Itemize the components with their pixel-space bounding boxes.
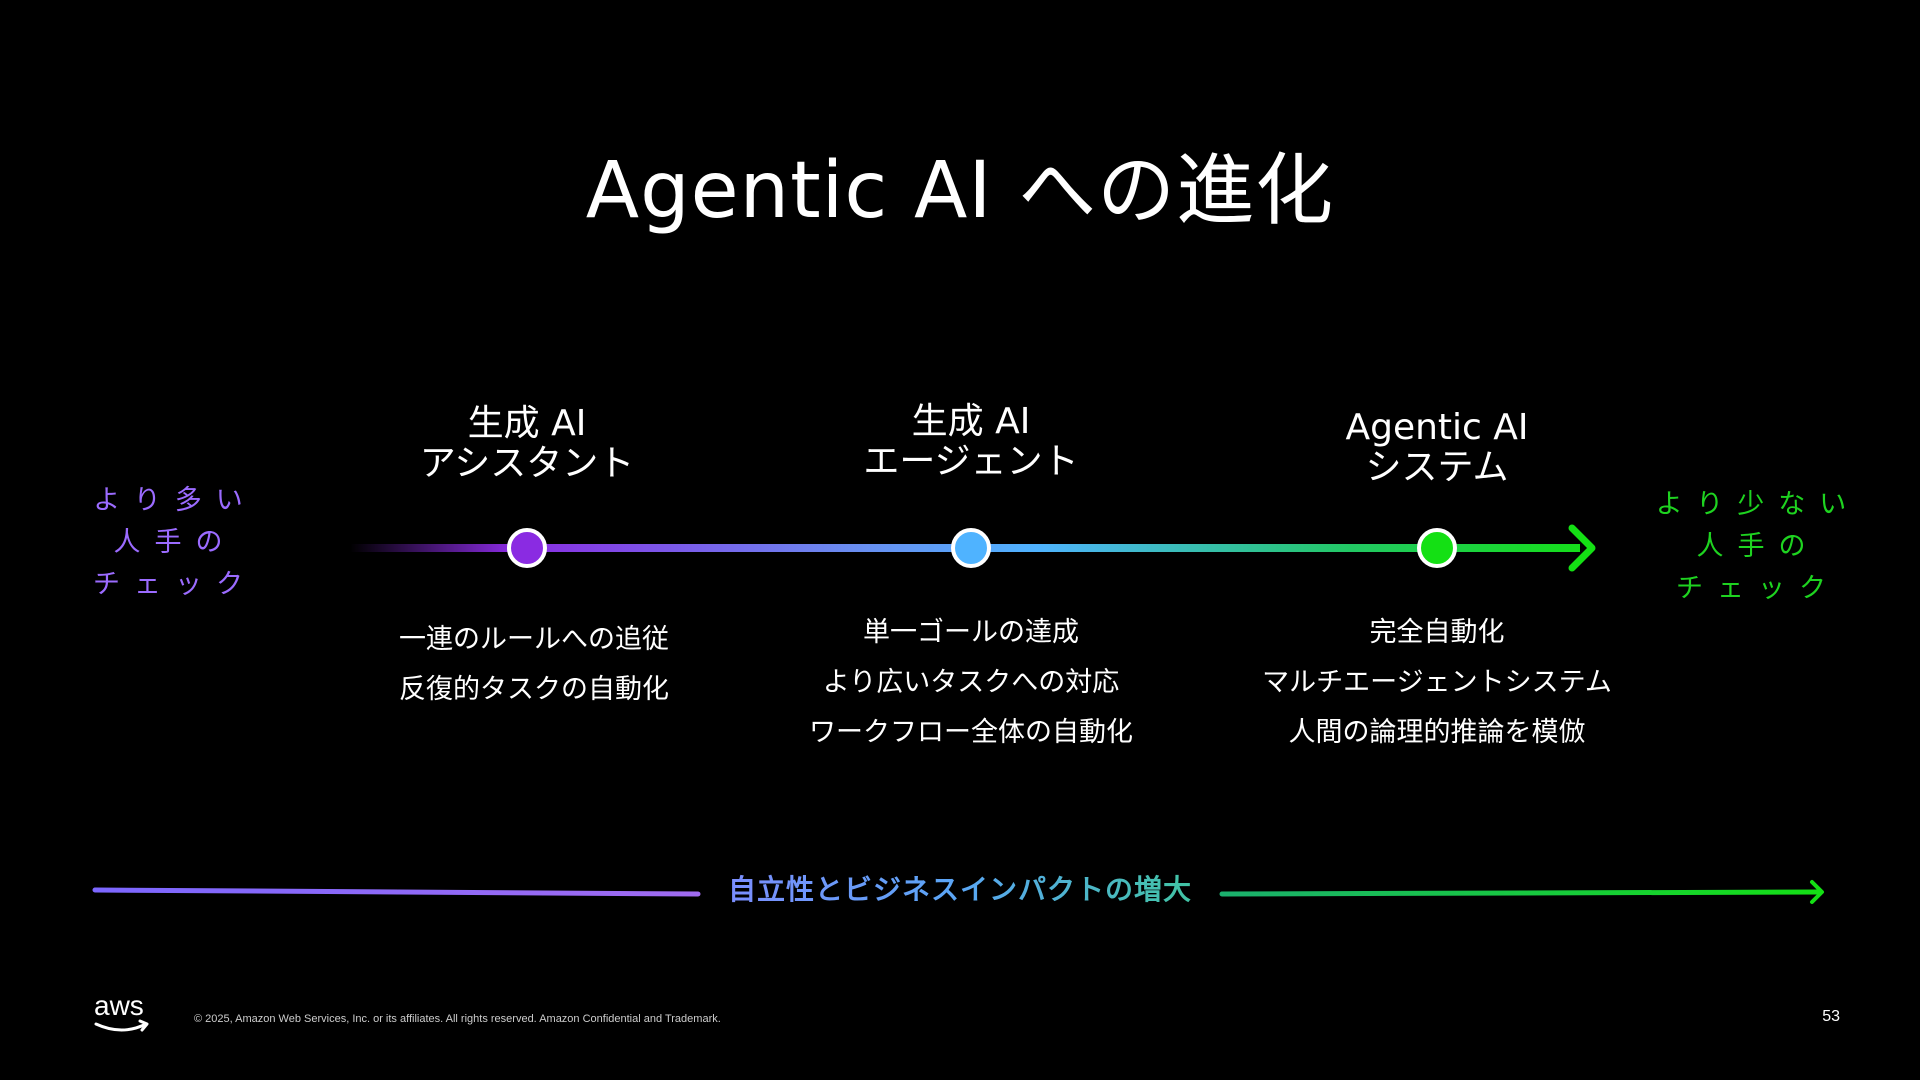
copyright-text: © 2025, Amazon Web Services, Inc. or its…	[194, 1013, 721, 1025]
right-label-line1: より少ない	[1655, 489, 1861, 520]
stage-desc-item: より広いタスクへの対応	[822, 667, 1120, 698]
page-number: 53	[1822, 1008, 1840, 1025]
stage-desc-assistant: 一連のルールへの追従 反復的タスクの自動化	[324, 615, 744, 715]
right-side-label: より少ない 人手の チェック	[1652, 484, 1864, 610]
band-arrowhead	[1810, 880, 1824, 904]
stage-title-line2: エージェント	[863, 441, 1079, 482]
stage-desc-item: 反復的タスクの自動化	[399, 674, 669, 705]
stage-title-line2: アシスタント	[419, 443, 635, 484]
stage-desc-item: ワークフロー全体の自動化	[809, 717, 1133, 748]
band-line-left	[92, 887, 701, 897]
stage-desc-item: 単一ゴールの達成	[863, 617, 1079, 648]
stage-dot-system	[1417, 528, 1457, 568]
stage-desc-agent: 単一ゴールの達成 より広いタスクへの対応 ワークフロー全体の自動化	[761, 608, 1181, 758]
left-side-label: より多い 人手の チェック	[80, 480, 270, 606]
stage-title-assistant: 生成 AI アシスタント	[362, 404, 692, 484]
left-label-line1: より多い	[93, 485, 257, 516]
stage-title-line1: 生成 AI	[467, 403, 587, 444]
left-label-line2: 人手の	[113, 527, 237, 558]
stage-dot-assistant	[507, 528, 547, 568]
left-label-line3: チェック	[93, 569, 257, 600]
stage-desc-item: 完全自動化	[1369, 617, 1505, 648]
stage-desc-item: マルチエージェントシステム	[1262, 667, 1612, 698]
right-label-line3: チェック	[1676, 573, 1840, 604]
right-label-line2: 人手の	[1696, 531, 1820, 562]
page-title: Agentic AI への進化	[585, 146, 1335, 236]
stage-dot-agent	[951, 528, 991, 568]
aws-logo: aws	[94, 990, 149, 1032]
stage-title-line1: Agentic AI	[1345, 407, 1529, 448]
stage-desc-system: 完全自動化 マルチエージェントシステム 人間の論理的推論を模倣	[1227, 608, 1647, 758]
stage-desc-item: 一連のルールへの追従	[399, 624, 669, 655]
band-line-right	[1219, 889, 1823, 897]
stage-title-system: Agentic AI システム	[1272, 408, 1602, 488]
timeline-arrowhead	[1568, 524, 1596, 572]
stage-title-line2: システム	[1365, 447, 1509, 488]
stage-title-agent: 生成 AI エージェント	[806, 402, 1136, 482]
stage-title-line1: 生成 AI	[911, 401, 1031, 442]
aws-logo-text: aws	[94, 990, 144, 1021]
stage-desc-item: 人間の論理的推論を模倣	[1288, 717, 1586, 748]
autonomy-band-label: 自立性とビジネスインパクトの増大	[700, 868, 1220, 908]
